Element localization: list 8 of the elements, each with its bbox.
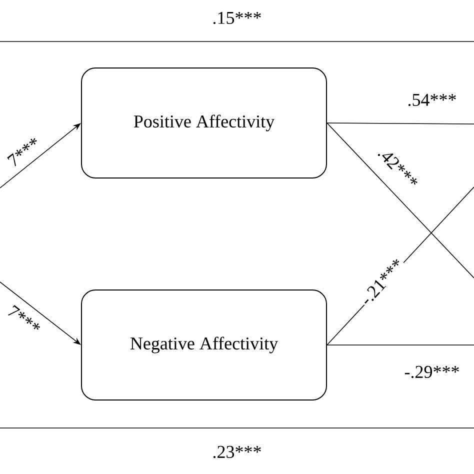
edge-label: 7*** [4,302,44,338]
rounded-box: Negative Affectivity [81,290,327,400]
edge-label: 7*** [4,134,44,170]
coefficient-label: .15*** [213,12,261,24]
edge-label: .54*** [406,92,458,108]
coefficient-label: .23*** [213,446,261,458]
edge-label: -.29*** [403,364,461,380]
rounded-box: Positive Affectivity [81,68,327,178]
